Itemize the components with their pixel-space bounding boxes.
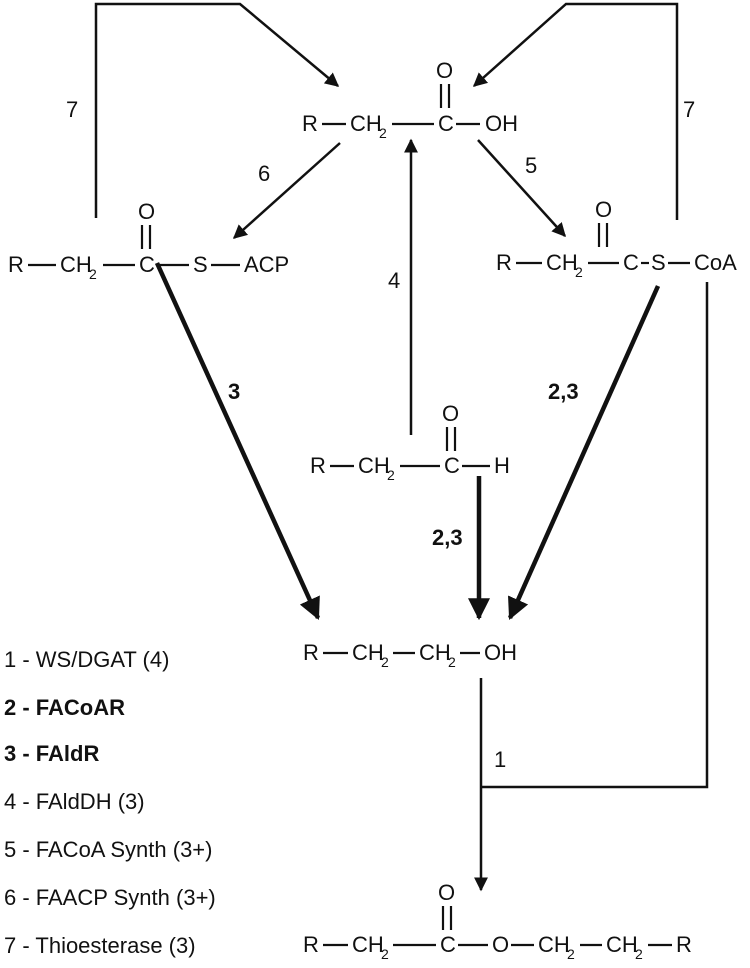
aldehyde-o: O xyxy=(442,401,459,426)
acyl-acp-acp: ACP xyxy=(244,252,289,277)
aldehyde-c: C xyxy=(444,453,460,478)
aldehyde-r: R xyxy=(310,453,326,478)
alcohol-molecule: R CH 2 CH 2 OH xyxy=(303,640,517,670)
acyl-acp-ch: CH xyxy=(60,252,92,277)
fatty-acid-ch: CH xyxy=(350,111,382,136)
acyl-acp-molecule: R CH 2 C O S ACP xyxy=(8,199,289,282)
label-3: 3 xyxy=(228,379,240,404)
alcohol-ch-a: CH xyxy=(352,640,384,665)
wax-ester-r1: R xyxy=(303,932,319,957)
acyl-acp-s: S xyxy=(193,252,208,277)
aldehyde-molecule: R CH 2 C O H xyxy=(310,401,510,483)
fatty-acid-r: R xyxy=(302,111,318,136)
arrow-facoar-faldr-from-coa xyxy=(507,285,661,621)
arrow-thioesterase-right xyxy=(472,2,679,220)
wax-ester-sub-c: 2 xyxy=(635,946,643,962)
legend: 1 - WS/DGAT (4) 2 - FACoAR 3 - FAldR 4 -… xyxy=(4,647,216,958)
acyl-coa-c: C xyxy=(623,250,639,275)
wax-ester-o: O xyxy=(492,932,509,957)
label-5: 5 xyxy=(525,153,537,178)
label-4: 4 xyxy=(388,268,400,293)
acyl-coa-coa: CoA xyxy=(694,250,737,275)
wax-ester-ch-c: CH xyxy=(606,932,638,957)
acyl-acp-sub: 2 xyxy=(89,266,97,282)
label-2-3-right: 2,3 xyxy=(548,379,579,404)
label-1: 1 xyxy=(494,747,506,772)
legend-item-6: 6 - FAACP Synth (3+) xyxy=(4,885,216,910)
acyl-acp-o: O xyxy=(138,199,155,224)
arrow-faacp-synth xyxy=(232,142,341,239)
legend-item-2: 2 - FACoAR xyxy=(4,695,125,720)
label-2-3-center: 2,3 xyxy=(432,525,463,550)
wax-ester-o-double: O xyxy=(438,880,455,905)
label-7-left: 7 xyxy=(66,97,78,122)
arrow-thioesterase-left xyxy=(94,2,340,218)
aldehyde-sub: 2 xyxy=(387,467,395,483)
fatty-acid-sub: 2 xyxy=(379,125,387,141)
acyl-coa-ch: CH xyxy=(546,250,578,275)
arrow-facoa-synth xyxy=(477,139,566,238)
wax-ester-molecule: R CH 2 C O O CH 2 CH 2 R xyxy=(303,880,692,962)
wax-ester-ch-a: CH xyxy=(352,932,384,957)
fatty-acid-o: O xyxy=(436,58,453,83)
fatty-acid-molecule: R CH 2 C O OH xyxy=(302,58,518,141)
legend-item-3: 3 - FAldR xyxy=(4,741,99,766)
alcohol-ch-b: CH xyxy=(419,640,451,665)
acyl-coa-molecule: R CH 2 C O S CoA xyxy=(496,197,737,280)
alcohol-oh: OH xyxy=(484,640,517,665)
acyl-acp-r: R xyxy=(8,252,24,277)
wax-ester-sub-a: 2 xyxy=(381,946,389,962)
legend-item-4: 4 - FAldDH (3) xyxy=(4,789,145,814)
alcohol-r: R xyxy=(303,640,319,665)
acyl-coa-sub: 2 xyxy=(575,264,583,280)
acyl-coa-s: S xyxy=(651,250,666,275)
line-coa-to-ws-dgat xyxy=(481,282,709,789)
wax-ester-c: C xyxy=(440,932,456,957)
alcohol-sub-a: 2 xyxy=(381,654,389,670)
label-7-right: 7 xyxy=(683,97,695,122)
aldehyde-ch: CH xyxy=(358,453,390,478)
acyl-coa-r: R xyxy=(496,250,512,275)
legend-item-1: 1 - WS/DGAT (4) xyxy=(4,647,169,672)
label-6: 6 xyxy=(258,161,270,186)
alcohol-sub-b: 2 xyxy=(448,654,456,670)
fatty-acid-oh: OH xyxy=(485,111,518,136)
arrow-faldr-from-acp xyxy=(154,262,321,621)
wax-ester-sub-b: 2 xyxy=(567,946,575,962)
wax-ester-r2: R xyxy=(676,932,692,957)
wax-ester-ch-b: CH xyxy=(538,932,570,957)
acyl-acp-c: C xyxy=(139,252,155,277)
legend-item-7: 7 - Thioesterase (3) xyxy=(4,933,196,958)
acyl-coa-o: O xyxy=(595,197,612,222)
legend-item-5: 5 - FACoA Synth (3+) xyxy=(4,837,212,862)
aldehyde-h: H xyxy=(494,453,510,478)
fatty-acid-c: C xyxy=(438,111,454,136)
